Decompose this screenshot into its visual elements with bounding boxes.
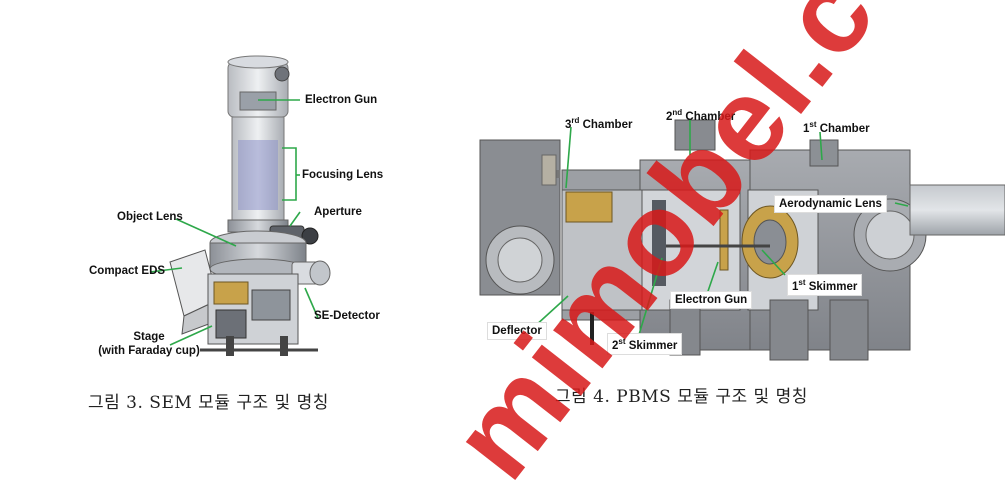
skimmer1-suffix: st	[798, 278, 806, 287]
pbms-figure: 3rd Chamber 2nd Chamber 1st Chamber Aero…	[470, 0, 1005, 437]
label-3rd-chamber: 3rd Chamber	[565, 114, 632, 132]
skimmer1-number: 1	[792, 281, 799, 293]
label-deflector: Deflector	[487, 322, 547, 340]
label-aperture: Aperture	[314, 206, 362, 218]
label-1st-chamber: 1st Chamber	[803, 118, 870, 136]
chamber3-text: Chamber	[579, 119, 633, 131]
chamber3-number: 3	[565, 119, 572, 131]
skimmer2-text: Skimmer	[625, 340, 678, 352]
label-compact-eds: Compact EDS	[89, 265, 166, 277]
label-object-lens: Object Lens	[117, 211, 183, 223]
label-stage-line2: (with Faraday cup)	[98, 345, 200, 357]
label-stage: Stage (with Faraday cup)	[94, 330, 204, 358]
label-1st-skimmer: 1st Skimmer	[787, 274, 863, 296]
label-2nd-chamber: 2nd Chamber	[666, 106, 735, 124]
chamber2-text: Chamber	[682, 111, 736, 123]
label-aerodynamic-lens: Aerodynamic Lens	[774, 195, 887, 213]
label-focusing-lens: Focusing Lens	[302, 169, 384, 181]
pbms-module-illustration	[479, 119, 1005, 361]
sem-figure: Electron Gun Focusing Lens Aperture Obje…	[0, 0, 480, 437]
skimmer1-text: Skimmer	[805, 281, 858, 293]
sem-caption: 그림 3. SEM 모듈 구조 및 명칭	[88, 393, 329, 413]
label-2st-skimmer: 2st Skimmer	[607, 333, 683, 355]
chamber1-suffix: st	[809, 120, 817, 129]
chamber3-suffix: rd	[571, 116, 580, 125]
sem-module-illustration	[149, 55, 331, 356]
pbms-leader-lines	[533, 120, 909, 339]
pbms-caption: 그림 4. PBMS 모듈 구조 및 명칭	[555, 387, 808, 407]
label-stage-line1: Stage	[133, 331, 165, 343]
chamber1-text: Chamber	[816, 123, 870, 135]
sem-leader-lines	[149, 99, 319, 346]
label-electron-gun-pbms: Electron Gun	[670, 291, 753, 309]
chamber1-number: 1	[803, 123, 810, 135]
label-se-detector: SE-Detector	[314, 310, 380, 322]
skimmer2-suffix: st	[618, 337, 626, 346]
chamber2-number: 2	[666, 111, 673, 123]
label-electron-gun: Electron Gun	[305, 94, 378, 106]
skimmer2-number: 2	[612, 340, 619, 352]
chamber2-suffix: nd	[672, 108, 683, 117]
